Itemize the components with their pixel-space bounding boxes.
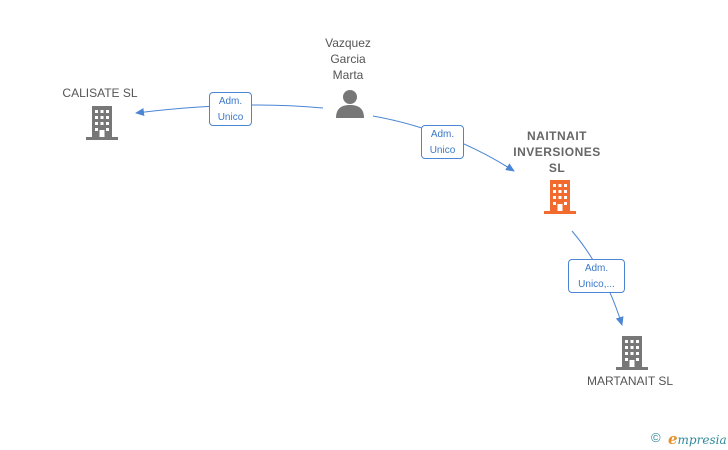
edge-label-line: Unico [217,112,244,123]
person-icon[interactable] [335,89,365,119]
naitnait-name-line: SL [548,161,566,175]
edge-label-line: Adm. [218,96,243,107]
building-icon[interactable] [544,180,576,214]
building-icon[interactable] [616,336,648,370]
edge-label-person-to-calisate[interactable]: Adm. Unico [209,92,252,126]
node-label-person[interactable]: Vazquez Garcia Marta [300,35,396,83]
brand-logo-e: e [668,430,678,448]
node-label-calisate[interactable]: CALISATE SL [62,86,138,100]
naitnait-name-line: INVERSIONES [513,145,601,159]
edge-label-person-to-naitnait[interactable]: Adm. Unico [421,125,464,159]
edge-label-line: Unico,... [578,279,615,290]
person-name-line: Garcia [330,52,366,66]
person-name-line: Marta [332,68,364,82]
node-label-martanait[interactable]: MARTANAIT SL [586,374,674,388]
edge-label-line: Adm. [584,263,609,274]
node-label-naitnait[interactable]: NAITNAIT INVERSIONES SL [497,128,617,176]
building-icon[interactable] [86,106,118,140]
edge-label-naitnait-to-martanait[interactable]: Adm. Unico,... [568,259,625,293]
copyright-symbol: © [651,430,661,445]
edge-label-line: Adm. [430,129,455,140]
edge-label-line: Unico [429,145,456,156]
brand-logo-text: mpresia [677,433,727,447]
brand-logo: empresia [668,430,727,448]
person-name-line: Vazquez [325,36,371,50]
naitnait-name-line: NAITNAIT [527,129,587,143]
